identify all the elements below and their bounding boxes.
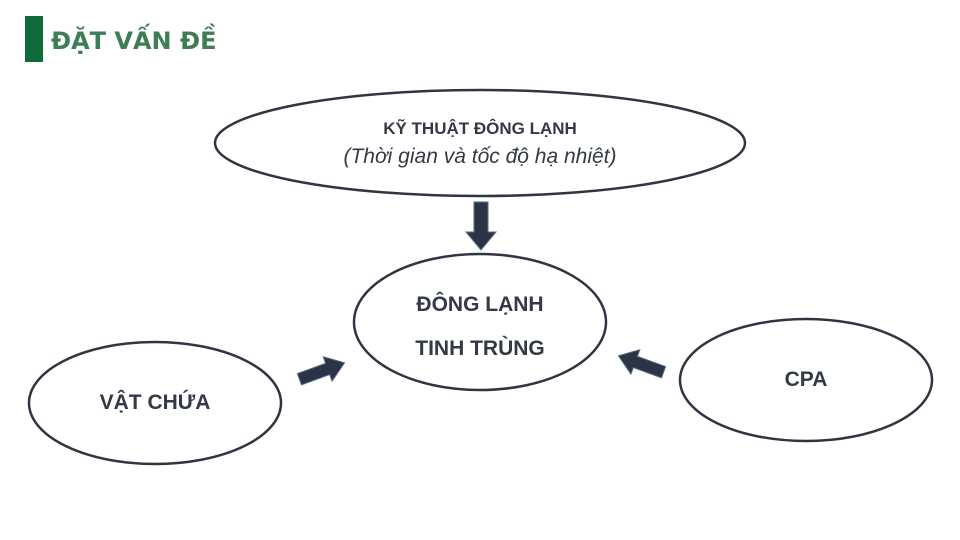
page-title: ĐẶT VẤN ĐỀ: [51, 27, 217, 55]
node-technique-ellipse[interactable]: [213, 88, 747, 198]
node-container-ellipse[interactable]: [27, 340, 283, 466]
arrow-up-right-icon: [296, 355, 346, 386]
node-center-line2: TINH TRÙNG: [415, 337, 545, 360]
arrow-up-left-icon: [617, 348, 667, 379]
title-accent-bar: [25, 16, 43, 62]
node-container-label: VẬT CHỨA: [99, 391, 211, 414]
node-cpa-ellipse[interactable]: [678, 317, 934, 443]
arrow-down-icon: [464, 201, 498, 251]
node-center-ellipse[interactable]: [352, 252, 608, 392]
node-center-line1: ĐÔNG LẠNH: [416, 293, 544, 316]
node-cpa-label: CPA: [784, 368, 828, 391]
node-technique-subtitle: (Thời gian và tốc độ hạ nhiệt): [343, 145, 617, 168]
node-technique-title: KỸ THUẬT ĐÔNG LẠNH: [383, 119, 577, 138]
